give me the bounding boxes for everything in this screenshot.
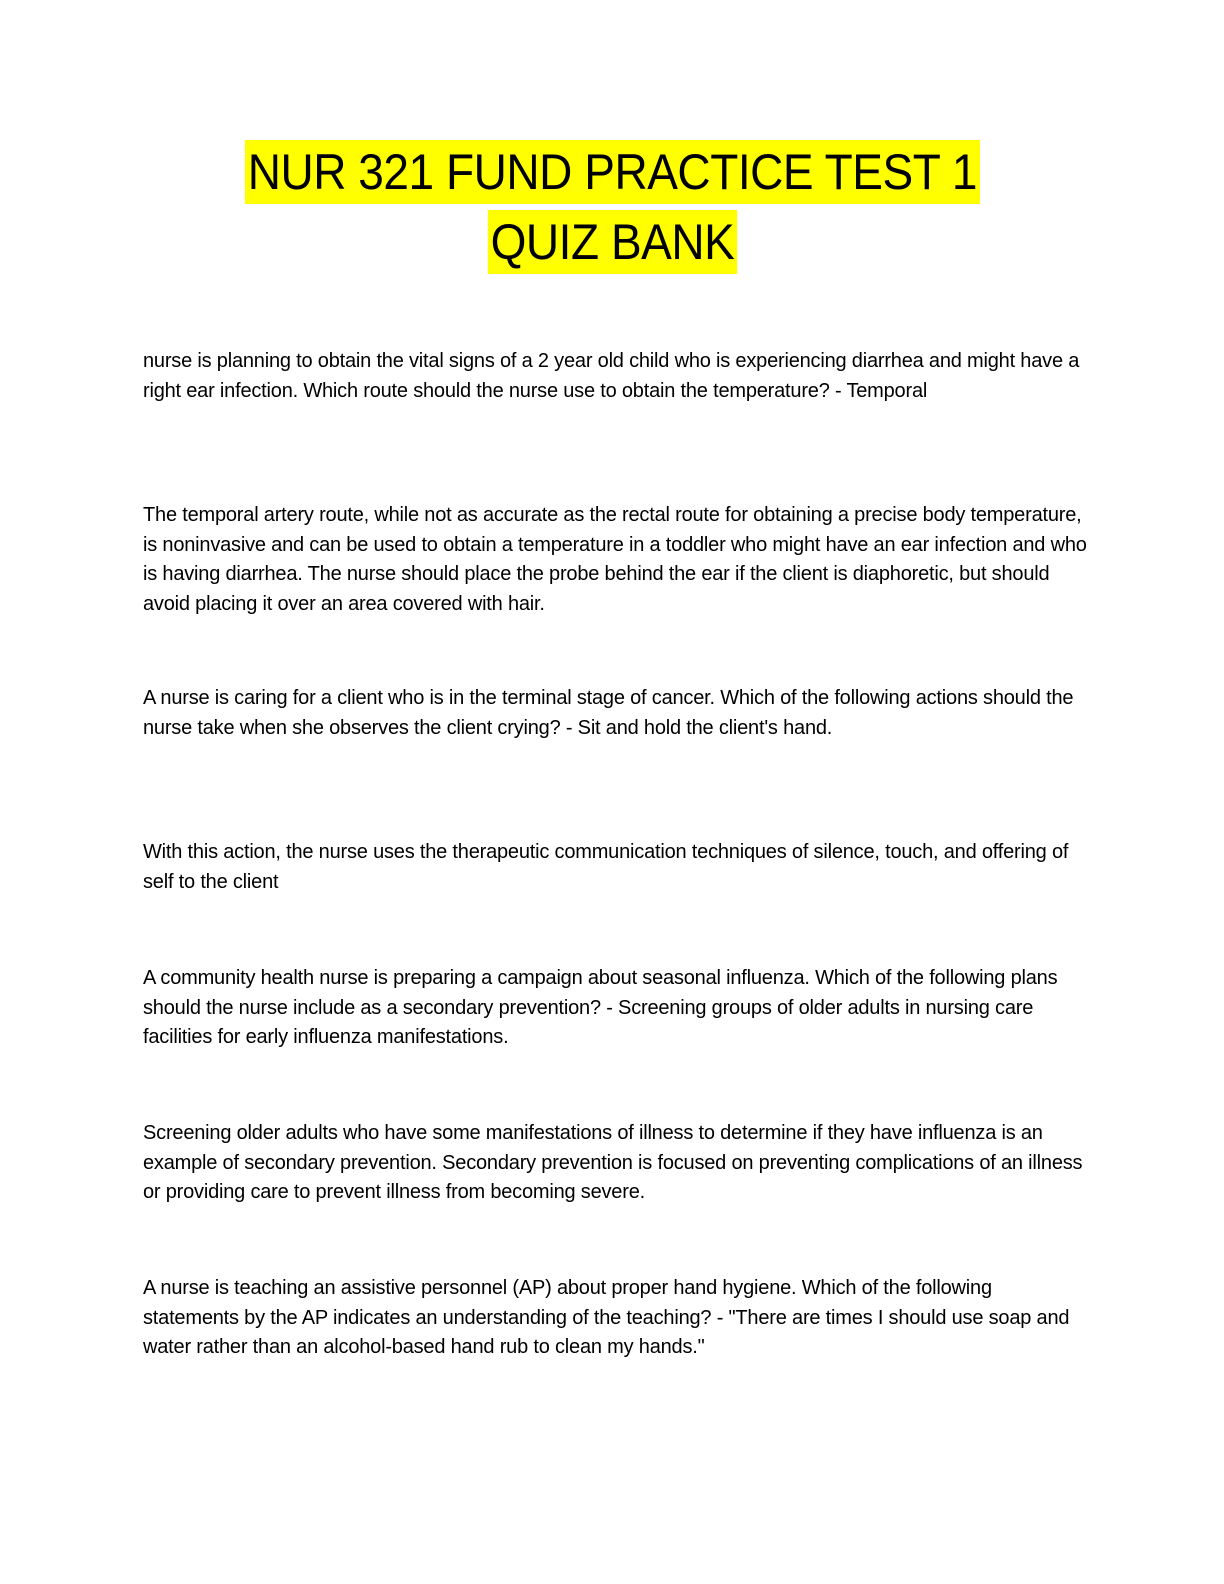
question-paragraph-2: A nurse is caring for a client who is in… <box>143 687 1074 739</box>
question-paragraph-3: A community health nurse is preparing a … <box>143 967 1058 1048</box>
document-title: NUR 321 FUND PRACTICE TEST 1 QUIZ BANK <box>0 140 1224 274</box>
question-paragraph-1: nurse is planning to obtain the vital si… <box>143 350 1080 402</box>
title-line-2: QUIZ BANK <box>487 210 737 274</box>
rationale-paragraph-1: The temporal artery route, while not as … <box>143 504 1087 615</box>
rationale-paragraph-2: With this action, the nurse uses the the… <box>143 841 1069 893</box>
title-line-1: NUR 321 FUND PRACTICE TEST 1 <box>244 140 980 204</box>
question-paragraph-4: A nurse is teaching an assistive personn… <box>143 1277 1070 1358</box>
rationale-paragraph-3: Screening older adults who have some man… <box>143 1122 1083 1203</box>
